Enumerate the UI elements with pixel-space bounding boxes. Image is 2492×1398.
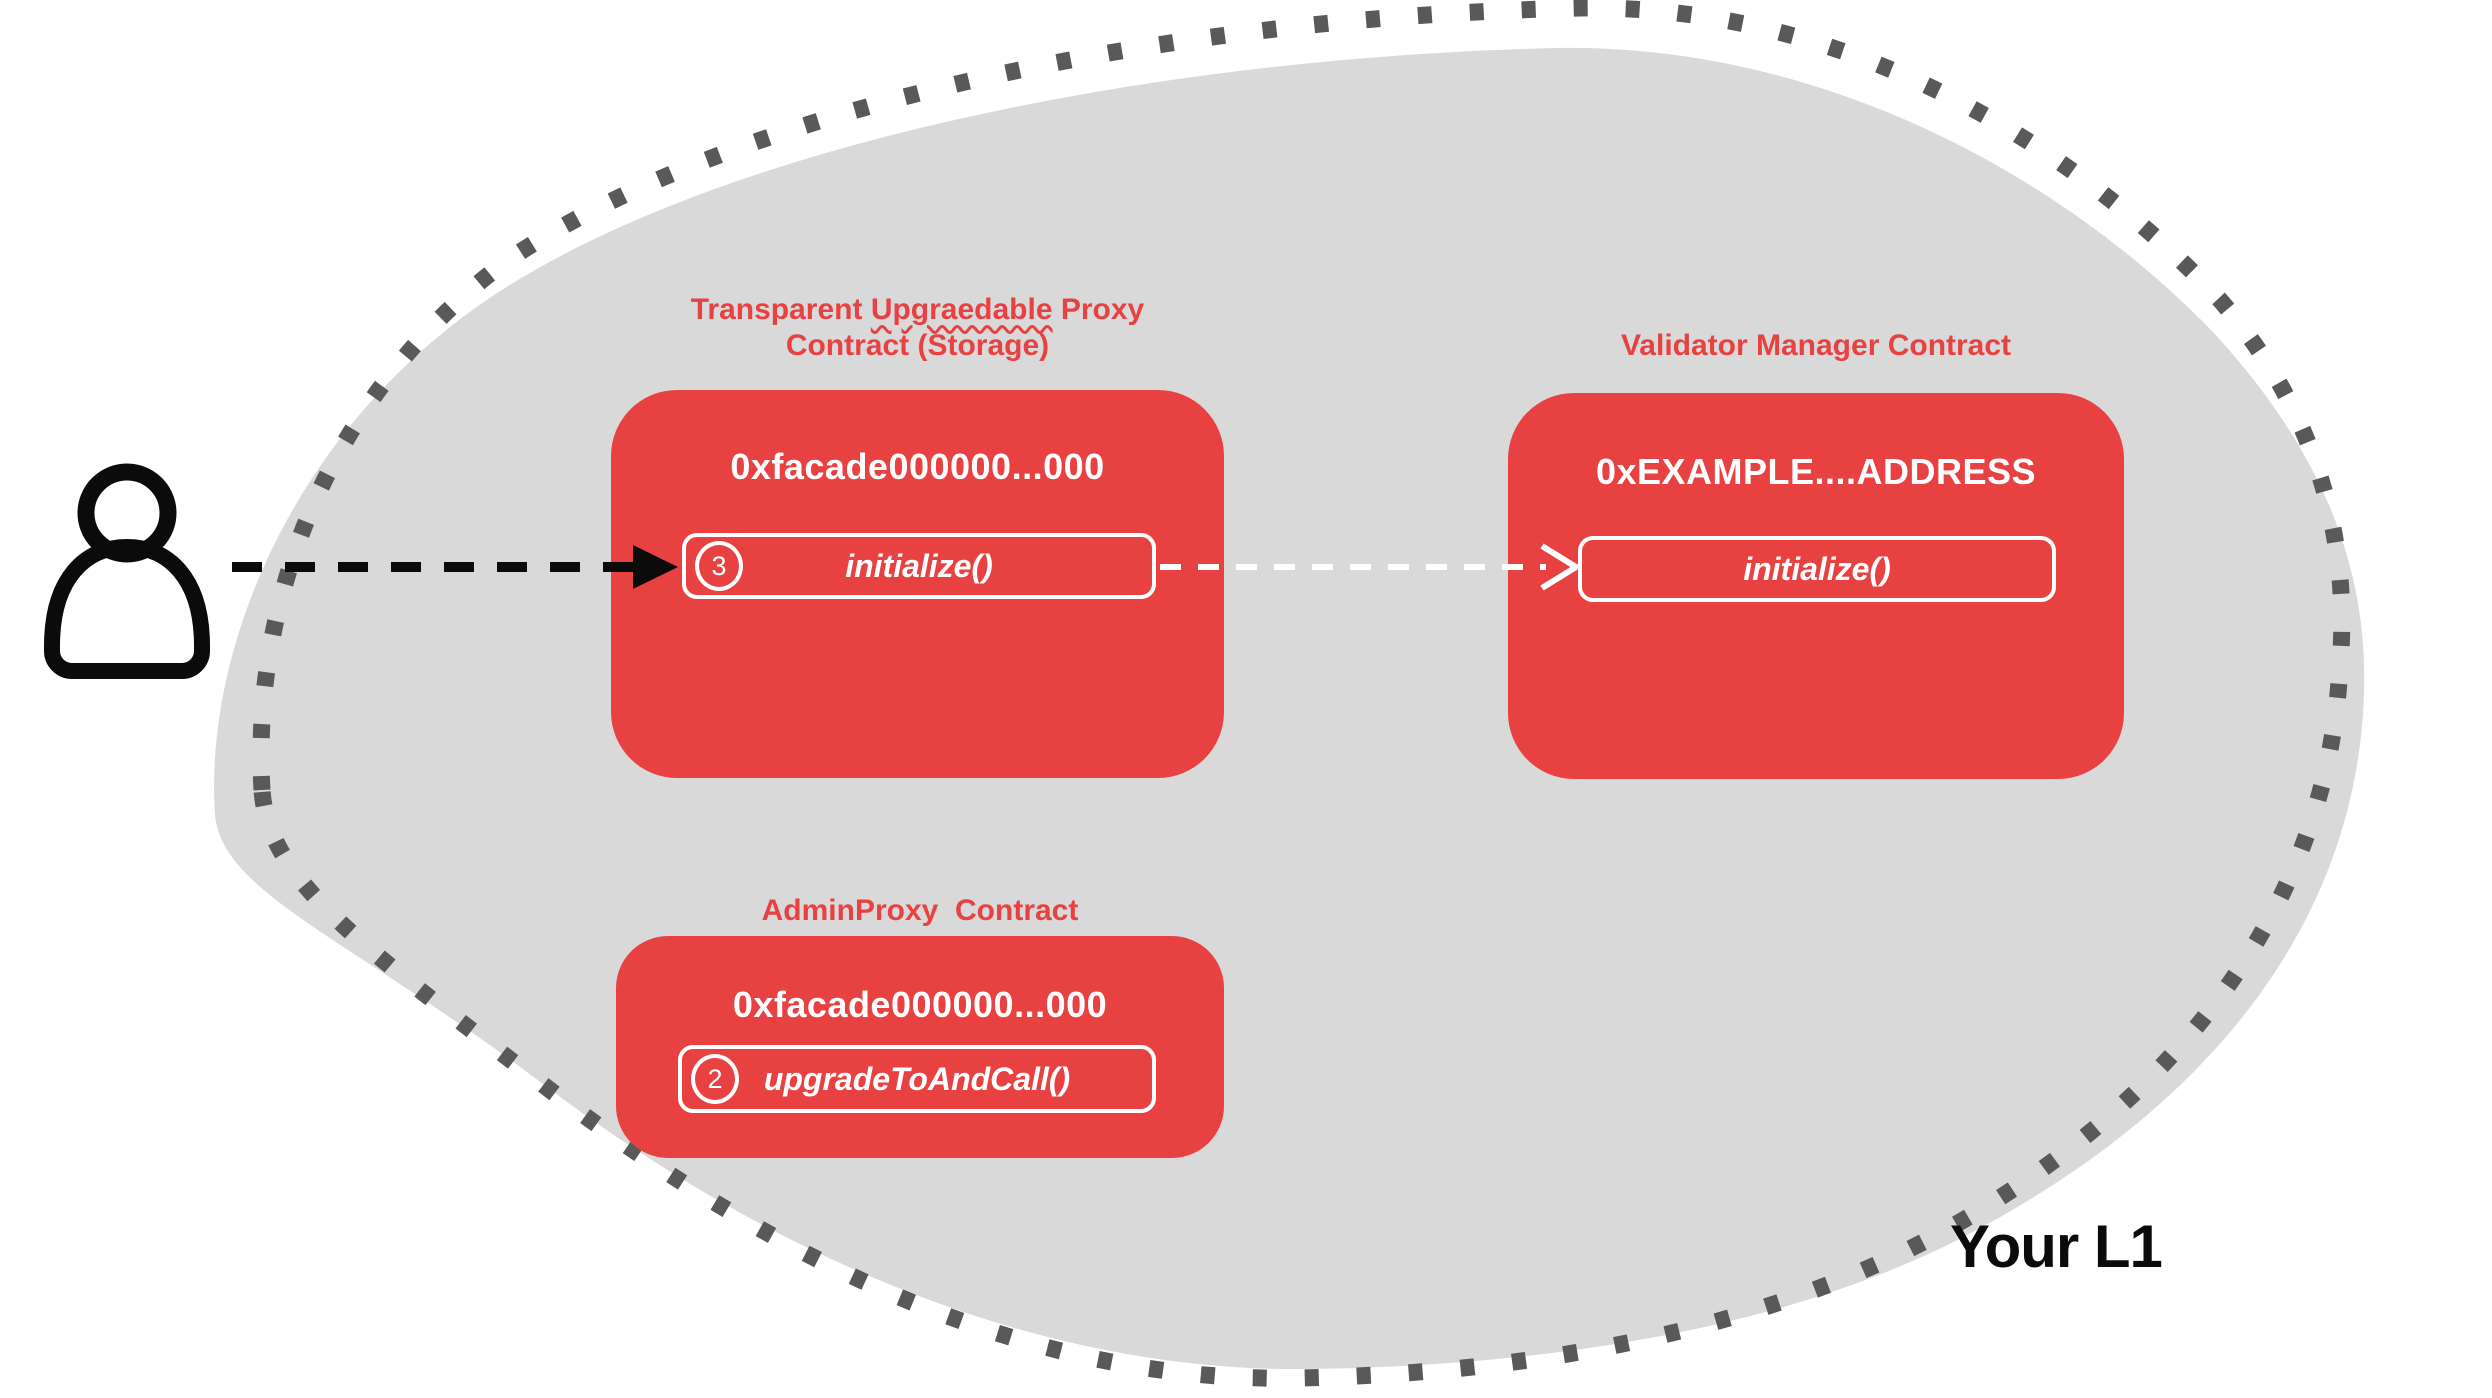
contract-group-admin: AdminProxy Contract 0xfacade000000...000…	[616, 893, 1224, 1158]
region-label: Your L1	[1950, 1213, 2163, 1280]
method-label: initialize()	[845, 547, 993, 584]
contract-title-validator: Validator Manager Contract	[1620, 329, 2012, 362]
contract-address: 0xEXAMPLE....ADDRESS	[1595, 451, 2037, 492]
method-pill-initialize: 3 initialize()	[682, 533, 1156, 599]
title-text: Proxy	[1052, 293, 1145, 326]
person-icon	[44, 463, 210, 679]
step-badge: 3	[695, 541, 743, 591]
contract-address: 0xfacade000000...000	[732, 984, 1108, 1025]
title-text: Contract (Storage)	[785, 329, 1050, 362]
contract-card-validator: 0xEXAMPLE....ADDRESS initialize()	[1508, 393, 2124, 779]
contract-title-admin: AdminProxy Contract	[761, 894, 1079, 927]
contract-card-proxy: 0xfacade000000...000 3 initialize()	[611, 390, 1224, 778]
title-text: Transparent	[690, 293, 871, 326]
step-badge: 2	[691, 1054, 739, 1104]
method-label: initialize()	[1743, 550, 1891, 587]
method-label: upgradeToAndCall()	[763, 1060, 1071, 1097]
method-pill-initialize: initialize()	[1578, 536, 2056, 602]
method-pill-upgrade-to-and-call: 2 upgradeToAndCall()	[678, 1045, 1156, 1113]
contract-group-validator: Validator Manager Contract 0xEXAMPLE....…	[1508, 328, 2124, 779]
contract-address: 0xfacade000000...000	[730, 446, 1105, 487]
contract-card-admin: 0xfacade000000...000 2 upgradeToAndCall(…	[616, 936, 1224, 1158]
misspelled-word: Upgraedable	[870, 293, 1053, 326]
